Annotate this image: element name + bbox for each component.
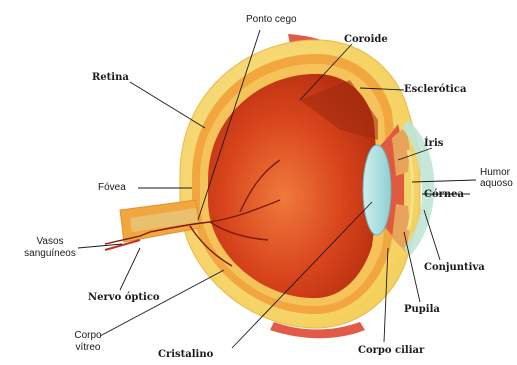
label-conjuntiva: Conjuntiva [424, 262, 485, 273]
label-ponto-cego: Ponto cego [246, 14, 297, 25]
label-corpo-ciliar: Corpo ciliar [358, 345, 424, 356]
label-humor-aquoso: Humor aquoso [480, 167, 517, 189]
label-retina: Retina [92, 72, 129, 83]
label-vasos-sanguineos: Vasos sanguíneos [22, 236, 78, 260]
label-iris: Íris [424, 138, 443, 149]
label-fovea: Fóvea [98, 182, 126, 193]
label-coroide: Coroide [344, 34, 388, 45]
label-esclerotica: Esclerótica [404, 84, 466, 95]
label-cornea: Córnea [424, 189, 464, 200]
lens-shape [363, 145, 391, 235]
label-corpo-vitreo: Corpo vítreo [68, 330, 108, 354]
label-cristalino: Cristalino [158, 349, 213, 360]
label-nervo-optico: Nervo óptico [88, 292, 160, 303]
label-pupila: Pupila [404, 304, 440, 315]
